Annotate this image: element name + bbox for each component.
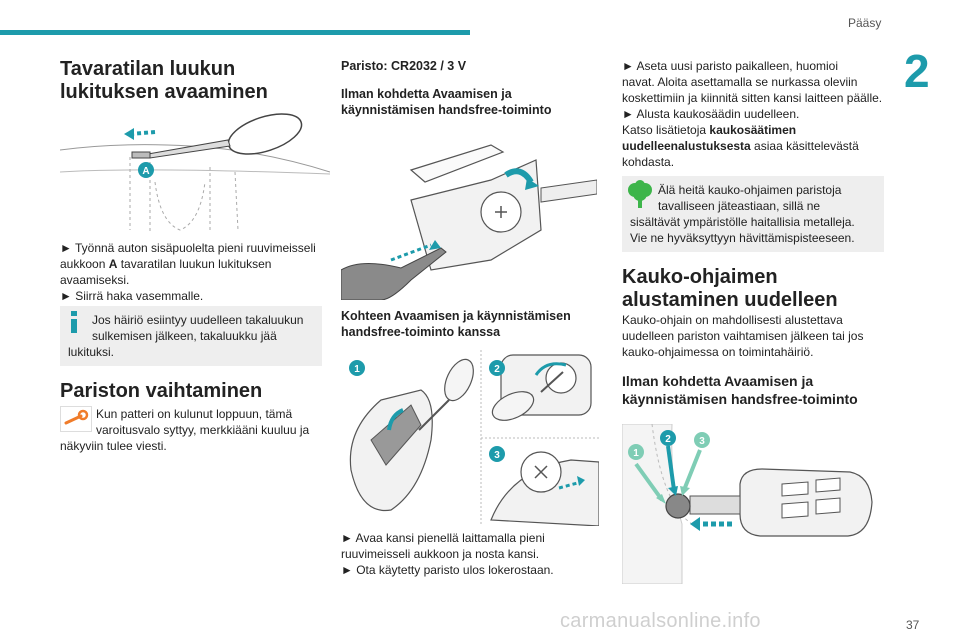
step-1-badge — [349, 360, 365, 376]
battery-open-instructions: ► Avaa kansi pienellä laittamalla pieni … — [341, 531, 554, 577]
step-2-label: 2 — [494, 364, 500, 375]
section-title: Pääsy — [848, 16, 882, 30]
warning-light-icon — [60, 406, 92, 432]
reinit-step-2-badge — [660, 430, 676, 446]
step-3-label: 3 — [494, 450, 500, 461]
chapter-number: 2 — [904, 45, 930, 97]
battery-warning-text: Kun patteri on kulunut loppuun, tämä var… — [60, 407, 310, 453]
label-a-badge — [138, 162, 154, 178]
environment-note: Älä heitä kauko-ohjaimen paristoja taval… — [622, 176, 884, 252]
reinit-step-3-label: 3 — [699, 436, 705, 447]
info-icon — [71, 311, 77, 333]
page-number: 37 — [906, 618, 920, 632]
battery-type: Paristo: CR2032 / 3 V — [341, 59, 467, 73]
figure-reinit-key: 1 2 3 — [622, 424, 873, 584]
tree-icon — [628, 180, 652, 208]
reinit-step-1-badge — [628, 444, 644, 460]
info-note-trunk: Jos häiriö esiintyy uudelleen takaluukun… — [60, 306, 322, 366]
reinit-step-3-badge — [694, 432, 710, 448]
figure-battery-steps: 1 2 3 — [349, 350, 599, 526]
step-2-badge — [489, 360, 505, 376]
label-a: A — [142, 166, 149, 177]
trunk-instructions: ► Työnnä auton sisäpuolelta pieni ruuvim… — [60, 241, 316, 303]
reinit-description: Kauko-ohjain on mahdollisesti alustettav… — [622, 313, 864, 359]
figure-trunk-lock: A — [60, 113, 330, 232]
watermark: carmanualsonline.info — [560, 610, 761, 632]
figure-open-key-cover — [341, 140, 597, 300]
header-accent-bar — [0, 30, 470, 35]
heading-battery-change: Pariston vaihtaminen — [60, 380, 263, 402]
reinit-step-2-label: 2 — [665, 434, 671, 445]
battery-insert-instructions: ► Aseta uusi paristo paikalleen, huomioi… — [622, 59, 883, 169]
step-3-badge — [489, 446, 505, 462]
reinit-step-1-label: 1 — [633, 448, 639, 459]
step-1-label: 1 — [354, 364, 360, 375]
